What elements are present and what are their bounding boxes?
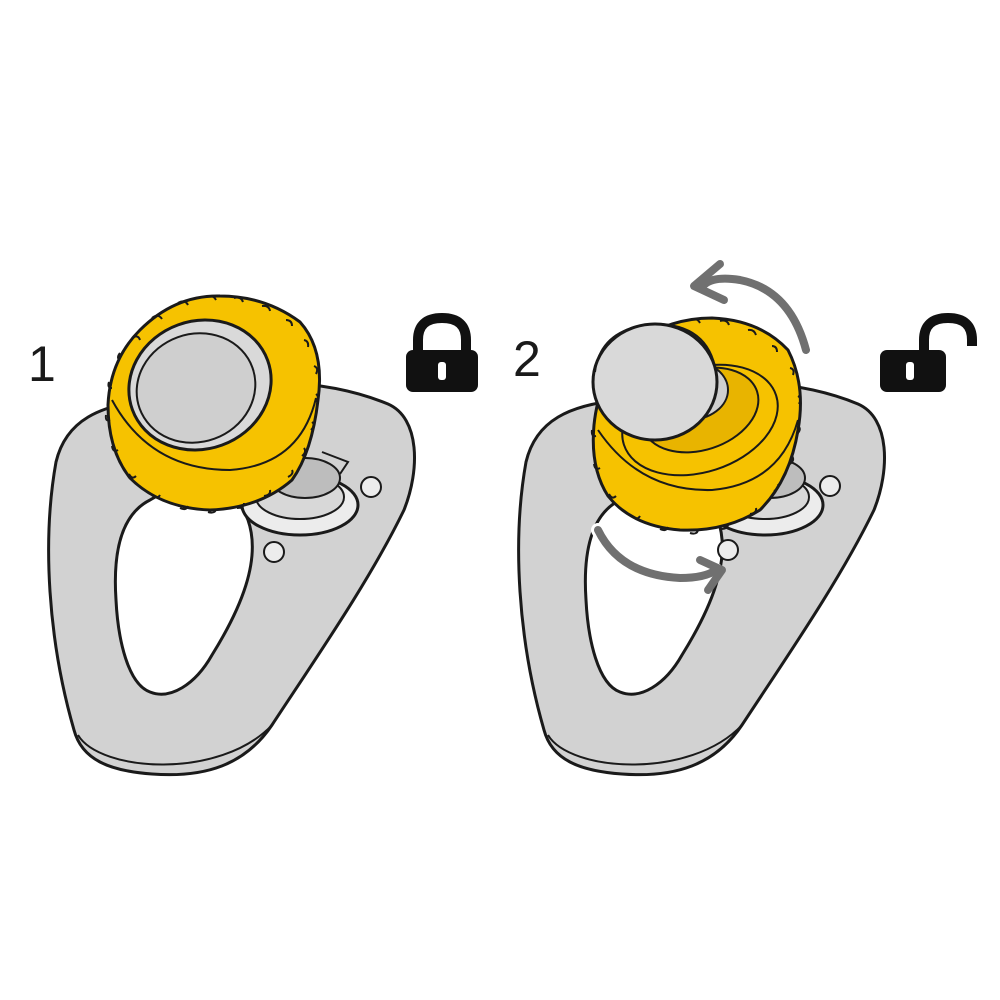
step-2: 2 [513, 260, 977, 777]
locked-padlock-icon [406, 312, 478, 392]
counterclockwise-arrow-icon [690, 260, 810, 354]
step-1: 1 [28, 294, 478, 777]
step-2-yellow-knob [590, 316, 802, 535]
step-2-number: 2 [513, 331, 541, 387]
unlocked-padlock-icon [880, 312, 977, 392]
step-1-yellow-knob [104, 294, 322, 514]
step-1-number: 1 [28, 336, 56, 392]
clockwise-arrow-icon [591, 523, 726, 594]
